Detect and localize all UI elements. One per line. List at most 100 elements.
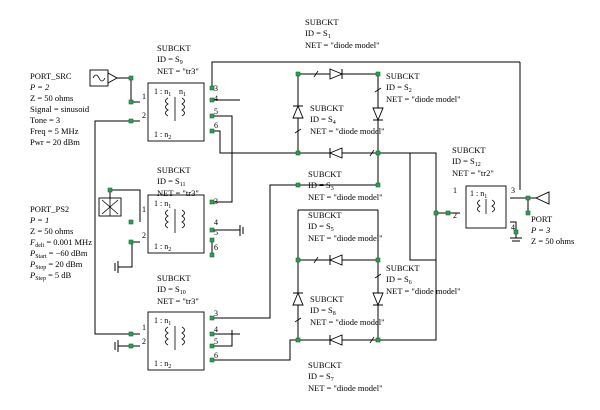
svg-text:NET = "diode model": NET = "diode model" — [310, 126, 385, 136]
transformer-s11: 1 : n1 1 : n2 — [147, 194, 205, 254]
subckt-s7-label: SUBCKT ID = S7 NET = "diode model" — [308, 360, 383, 393]
svg-text:ID = S12: ID = S12 — [452, 156, 481, 168]
port-src-label: PORT_SRC P = 2 Z = 50 ohms Signal = sinu… — [29, 71, 90, 147]
svg-text:PStep = 5 dB: PStep = 5 dB — [29, 270, 72, 282]
svg-text:n1: n1 — [179, 87, 186, 98]
svg-text:Signal = sinusoid: Signal = sinusoid — [30, 104, 90, 114]
svg-text:PORT: PORT — [531, 214, 553, 224]
diode-s7 — [328, 334, 375, 346]
subckt-s10-label: SUBCKT ID = S10 NET = "tr3" — [157, 273, 199, 306]
subckt-s4-label: SUBCKT ID = S4 NET = "diode model" — [310, 103, 385, 136]
subckt-s6-label: SUBCKT ID = S6 NET = "diode model" — [386, 263, 461, 296]
s11-pin4: 4 — [214, 218, 218, 227]
svg-text:SUBCKT: SUBCKT — [305, 17, 339, 27]
port-src-symbol — [89, 69, 118, 87]
svg-text:ID = S3: ID = S3 — [308, 180, 334, 192]
s9-pin2: 2 — [142, 111, 146, 120]
transformer-s12: 1 : n1 — [465, 185, 507, 229]
transformer-s10: 1 : n1 1 : n2 — [147, 311, 205, 371]
svg-text:Pwr = 20 dBm: Pwr = 20 dBm — [30, 137, 80, 147]
svg-text:Z = 50 ohms: Z = 50 ohms — [30, 226, 73, 236]
svg-text:NET = "tr3": NET = "tr3" — [157, 296, 199, 306]
svg-text:SUBCKT: SUBCKT — [452, 145, 486, 155]
svg-text:NET = "diode model": NET = "diode model" — [308, 233, 383, 243]
port-out-label: PORT P = 3 Z = 50 ohms — [530, 214, 574, 246]
s12-pin3: 3 — [511, 186, 515, 195]
s9-pin1: 1 — [142, 92, 146, 101]
ground-s10-pin2 — [114, 340, 119, 352]
svg-text:1 : n2: 1 : n2 — [154, 130, 171, 141]
svg-text:1 : n2: 1 : n2 — [154, 359, 171, 370]
subckt-s1-label: SUBCKT ID = S1 NET = "diode model" — [305, 17, 380, 50]
svg-text:Tone = 3: Tone = 3 — [30, 115, 60, 125]
svg-text:NET = "diode model": NET = "diode model" — [386, 286, 461, 296]
ground-s11-pin4 — [239, 225, 244, 236]
ground-s12-pin4 — [510, 237, 522, 242]
svg-text:ID = S9: ID = S9 — [157, 54, 183, 66]
svg-text:Fdelt = 0.001 MHz: Fdelt = 0.001 MHz — [29, 237, 92, 249]
s11-pin6: 6 — [214, 243, 218, 252]
svg-text:ID = S5: ID = S5 — [308, 221, 334, 233]
svg-text:SUBCKT: SUBCKT — [310, 294, 344, 304]
svg-text:SUBCKT: SUBCKT — [308, 169, 342, 179]
subckt-s11-label: SUBCKT ID = S11 NET = "tr3" — [157, 165, 199, 198]
svg-text:SUBCKT: SUBCKT — [386, 263, 420, 273]
svg-text:ID = S1: ID = S1 — [305, 28, 331, 40]
svg-text:NET = "tr2": NET = "tr2" — [452, 168, 494, 178]
svg-text:ID = S6: ID = S6 — [386, 274, 412, 286]
subckt-s3-label: SUBCKT ID = S3 NET = "diode model" — [308, 169, 383, 202]
svg-text:ID = S4: ID = S4 — [310, 114, 336, 126]
s12-pin4: 4 — [511, 223, 515, 232]
subckt-s2-label: SUBCKT ID = S2 NET = "diode model" — [386, 71, 461, 104]
svg-text:ID = S2: ID = S2 — [386, 82, 412, 94]
svg-text:1 : n1: 1 : n1 — [154, 87, 171, 98]
s10-pin1: 1 — [142, 323, 146, 332]
s10-pin3: 3 — [214, 309, 218, 318]
svg-text:P = 1: P = 1 — [29, 215, 49, 225]
subckt-s9-label: SUBCKT ID = S9 NET = "tr3" — [157, 43, 199, 76]
svg-text:ID = S7: ID = S7 — [308, 371, 334, 383]
s12-pin1: 1 — [453, 186, 457, 195]
s9-pin4: 4 — [214, 94, 218, 103]
s10-pin4: 4 — [214, 325, 218, 334]
diode-s4 — [292, 104, 304, 134]
s11-pin3: 3 — [214, 197, 218, 206]
svg-text:Freq = 5 MHz: Freq = 5 MHz — [30, 126, 79, 136]
svg-text:1 : n1: 1 : n1 — [154, 316, 171, 327]
diode-s1 — [313, 68, 344, 80]
transformer-s9: 1 : n1 n1 1 : n2 — [147, 82, 205, 142]
s9-pin3: 3 — [214, 84, 218, 93]
svg-text:SUBCKT: SUBCKT — [310, 103, 344, 113]
subckt-s8-label: SUBCKT ID = S8 NET = "diode model" — [310, 294, 385, 327]
diode-s3 — [328, 147, 375, 159]
svg-text:SUBCKT: SUBCKT — [308, 210, 342, 220]
s11-pin5: 5 — [214, 228, 218, 237]
svg-text:NET = "diode model": NET = "diode model" — [308, 383, 383, 393]
svg-text:ID = S11: ID = S11 — [157, 176, 186, 188]
subckt-s12-label: SUBCKT ID = S12 NET = "tr2" — [452, 145, 494, 178]
svg-text:NET = "tr3": NET = "tr3" — [157, 66, 199, 76]
svg-text:PStart = −60 dBm: PStart = −60 dBm — [29, 248, 88, 260]
svg-text:Z = 50 ohms: Z = 50 ohms — [30, 93, 73, 103]
diode-s8 — [292, 291, 304, 323]
svg-text:P = 2: P = 2 — [29, 82, 50, 92]
svg-text:Z = 50 ohms: Z = 50 ohms — [531, 236, 574, 246]
svg-text:P = 3: P = 3 — [530, 225, 550, 235]
port-ps2-symbol — [98, 197, 122, 217]
svg-text:1 : n1: 1 : n1 — [470, 189, 487, 200]
svg-text:SUBCKT: SUBCKT — [386, 71, 420, 81]
svg-text:1 : n1: 1 : n1 — [154, 199, 171, 210]
s11-pin1: 1 — [142, 205, 146, 214]
port-out-symbol — [534, 191, 550, 205]
svg-text:NET = "diode model": NET = "diode model" — [305, 40, 380, 50]
svg-text:SUBCKT: SUBCKT — [157, 43, 191, 53]
svg-text:NET = "diode model": NET = "diode model" — [310, 317, 385, 327]
svg-text:PStop = 20 dBm: PStop = 20 dBm — [29, 259, 83, 271]
svg-text:PORT_PS2: PORT_PS2 — [30, 204, 69, 214]
diode-s5 — [313, 254, 343, 266]
svg-text:ID = S8: ID = S8 — [310, 305, 336, 317]
svg-text:PORT_SRC: PORT_SRC — [30, 71, 72, 81]
s9-pin6: 6 — [214, 121, 218, 130]
svg-text:SUBCKT: SUBCKT — [157, 273, 191, 283]
